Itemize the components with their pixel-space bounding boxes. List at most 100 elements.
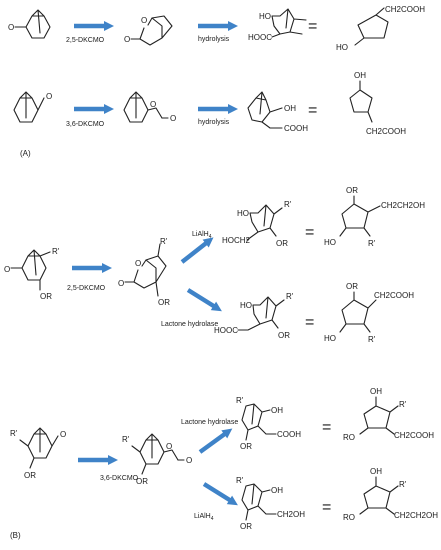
r-prime-label-9: R' — [236, 396, 244, 405]
or-label-10: OR — [240, 522, 252, 531]
molecule-a1-cyclopentane: CH2COOH HO — [336, 5, 425, 52]
lactone-oxo-label-4: O — [186, 456, 192, 465]
panel-label-b: (B) — [10, 531, 21, 540]
ho-label-4: HO — [324, 238, 336, 247]
molecule-b2-ketone: R' O OR — [10, 427, 66, 480]
equals-a2: = — [308, 102, 317, 119]
molecule-a1-lactone: O O — [124, 15, 173, 46]
reagent-lialh4: LiAlH4 — [192, 231, 212, 240]
ring-o-label-4: O — [166, 442, 172, 451]
molecule-a1-hydroxyacid: HO HOOC — [248, 8, 307, 42]
molecule-b1-cyclopentane-diol: OR CH2CH2OH HO R' — [324, 186, 425, 248]
arrow-b1-1 — [72, 263, 112, 273]
ho-label-3: HO — [237, 209, 249, 218]
reagent-hydrolysis-2: hydrolysis — [198, 119, 230, 126]
r-prime-label-7: R' — [10, 429, 18, 438]
ho-label-5: HO — [240, 301, 252, 310]
molecule-a2-lactone: O O — [123, 91, 176, 123]
cooh-label: COOH — [284, 124, 308, 133]
oxo-label-4: O — [60, 430, 66, 439]
hoch2-label: HOCH2 — [222, 236, 251, 245]
r-prime-label-8: R' — [122, 435, 130, 444]
or-label-8: OR — [136, 477, 148, 486]
ch2cooh-label-2: CH2COOH — [366, 127, 406, 136]
ch2cooh-label-4: CH2COOH — [394, 431, 434, 440]
lialh4-text-2: LiAlH — [194, 513, 211, 520]
equals-a1: = — [308, 18, 317, 35]
molecule-b2-hydroxyacid: R' OH COOH OR — [236, 396, 301, 451]
r-prime-label-11: R' — [236, 476, 244, 485]
oh-label-5: OH — [271, 486, 283, 495]
lactone-oxo-label: O — [124, 35, 130, 44]
r-prime-label-12: R' — [399, 480, 407, 489]
r-prime-label-6: R' — [368, 335, 376, 344]
ch2ch2oh-label: CH2CH2OH — [381, 201, 425, 210]
or-label-5: OR — [278, 331, 290, 340]
reagent-hydrolysis: hydrolysis — [198, 36, 230, 43]
oh-label-2: OH — [354, 71, 366, 80]
reagent-lactone-hydrolase-2: Lactone hydrolase — [181, 419, 238, 426]
arrow-b1-hydrolase — [185, 285, 225, 316]
equals-b2: = — [305, 314, 314, 331]
oxo-label-3: O — [4, 265, 10, 274]
or-label-3: OR — [276, 239, 288, 248]
or-label-4: OR — [346, 186, 358, 195]
lialh4-text: LiAlH — [192, 231, 209, 238]
molecule-b1-hydroxyacid: HO HOOC R' OR — [214, 292, 294, 340]
reagent-36-dkcmo-2: 3,6-DKCMO — [100, 475, 139, 482]
ho-label-6: HO — [324, 334, 336, 343]
oh-label-6: OH — [370, 467, 382, 476]
or-label-2: OR — [158, 298, 170, 307]
ch2ch2oh-label-2: CH2CH2OH — [394, 511, 438, 520]
r-prime-label-2: R' — [160, 237, 168, 246]
reagent-25-dkcmo: 2,5-DKCMO — [66, 37, 105, 44]
row-b2: R' O OR 3,6-DKCMO R' O O OR Lactone hydr… — [10, 387, 438, 540]
arrow-b2-1 — [78, 455, 118, 465]
equals-b1: = — [305, 224, 314, 241]
molecule-b2-lactone: R' O O OR — [122, 433, 192, 486]
hooc-label-2: HOOC — [214, 326, 238, 335]
arrow-a1-1 — [74, 21, 114, 31]
reagent-36-dkcmo: 3,6-DKCMO — [66, 121, 105, 128]
molecule-b1-diol: HO HOCH2 R' OR — [222, 200, 292, 248]
molecule-a2-ketone: O — [13, 91, 52, 123]
molecule-b1-ketone: O R' OR — [4, 247, 60, 301]
ch2cooh-label: CH2COOH — [385, 5, 425, 14]
hooc-label: HOOC — [248, 33, 272, 42]
r-prime-label-5: R' — [286, 292, 294, 301]
row-a1: O 2,5-DKCMO O O hydrolysis HO HOOC = CH2… — [8, 5, 425, 52]
molecule-a2-hydroxyacid: OH COOH — [247, 91, 308, 133]
lialh4-subscript-2: 4 — [211, 516, 214, 522]
r-prime-label-4: R' — [368, 239, 376, 248]
equals-b3: = — [322, 419, 331, 436]
arrow-a1-2 — [198, 21, 238, 31]
oxo-label-2: O — [46, 92, 52, 101]
row-a2: O 3,6-DKCMO O O hydrolysis OH COOH = OH … — [13, 71, 406, 158]
ho-label: HO — [259, 12, 271, 21]
molecule-a1-ketone: O — [8, 9, 51, 39]
reagent-25-dkcmo-2: 2,5-DKCMO — [67, 285, 106, 292]
cooh-label-2: COOH — [277, 430, 301, 439]
molecule-b2-cyclopentane-acid: OH R' CH2COOH RO — [343, 387, 434, 442]
ro-label: RO — [343, 433, 355, 442]
reagent-lactone-hydrolase: Lactone hydrolase — [161, 321, 218, 328]
arrow-b2-hydrolase — [197, 424, 236, 457]
oxo-label: O — [8, 23, 14, 32]
reagent-lialh4-2: LiAlH4 — [194, 513, 214, 522]
r-prime-label-3: R' — [284, 200, 292, 209]
molecule-b1-lactone: O O R' OR — [118, 237, 170, 307]
arrow-b2-lialh4 — [201, 479, 241, 510]
oh-label: OH — [284, 104, 296, 113]
ring-o-label: O — [141, 16, 147, 25]
molecule-b1-cyclopentane-acid: OR CH2COOH HO R' — [324, 282, 414, 344]
lactone-oxo-label-3: O — [118, 279, 124, 288]
r-prime-label: R' — [52, 247, 60, 256]
r-prime-label-10: R' — [399, 400, 407, 409]
lactone-oxo-label-2: O — [170, 114, 176, 123]
arrow-a2-2 — [198, 104, 238, 114]
molecule-b2-diol: R' OH CH2OH OR — [236, 476, 305, 531]
or-label-7: OR — [24, 471, 36, 480]
molecule-b2-cyclopentane-diol: OH R' CH2CH2OH RO — [343, 467, 438, 522]
arrow-a2-1 — [74, 104, 114, 114]
